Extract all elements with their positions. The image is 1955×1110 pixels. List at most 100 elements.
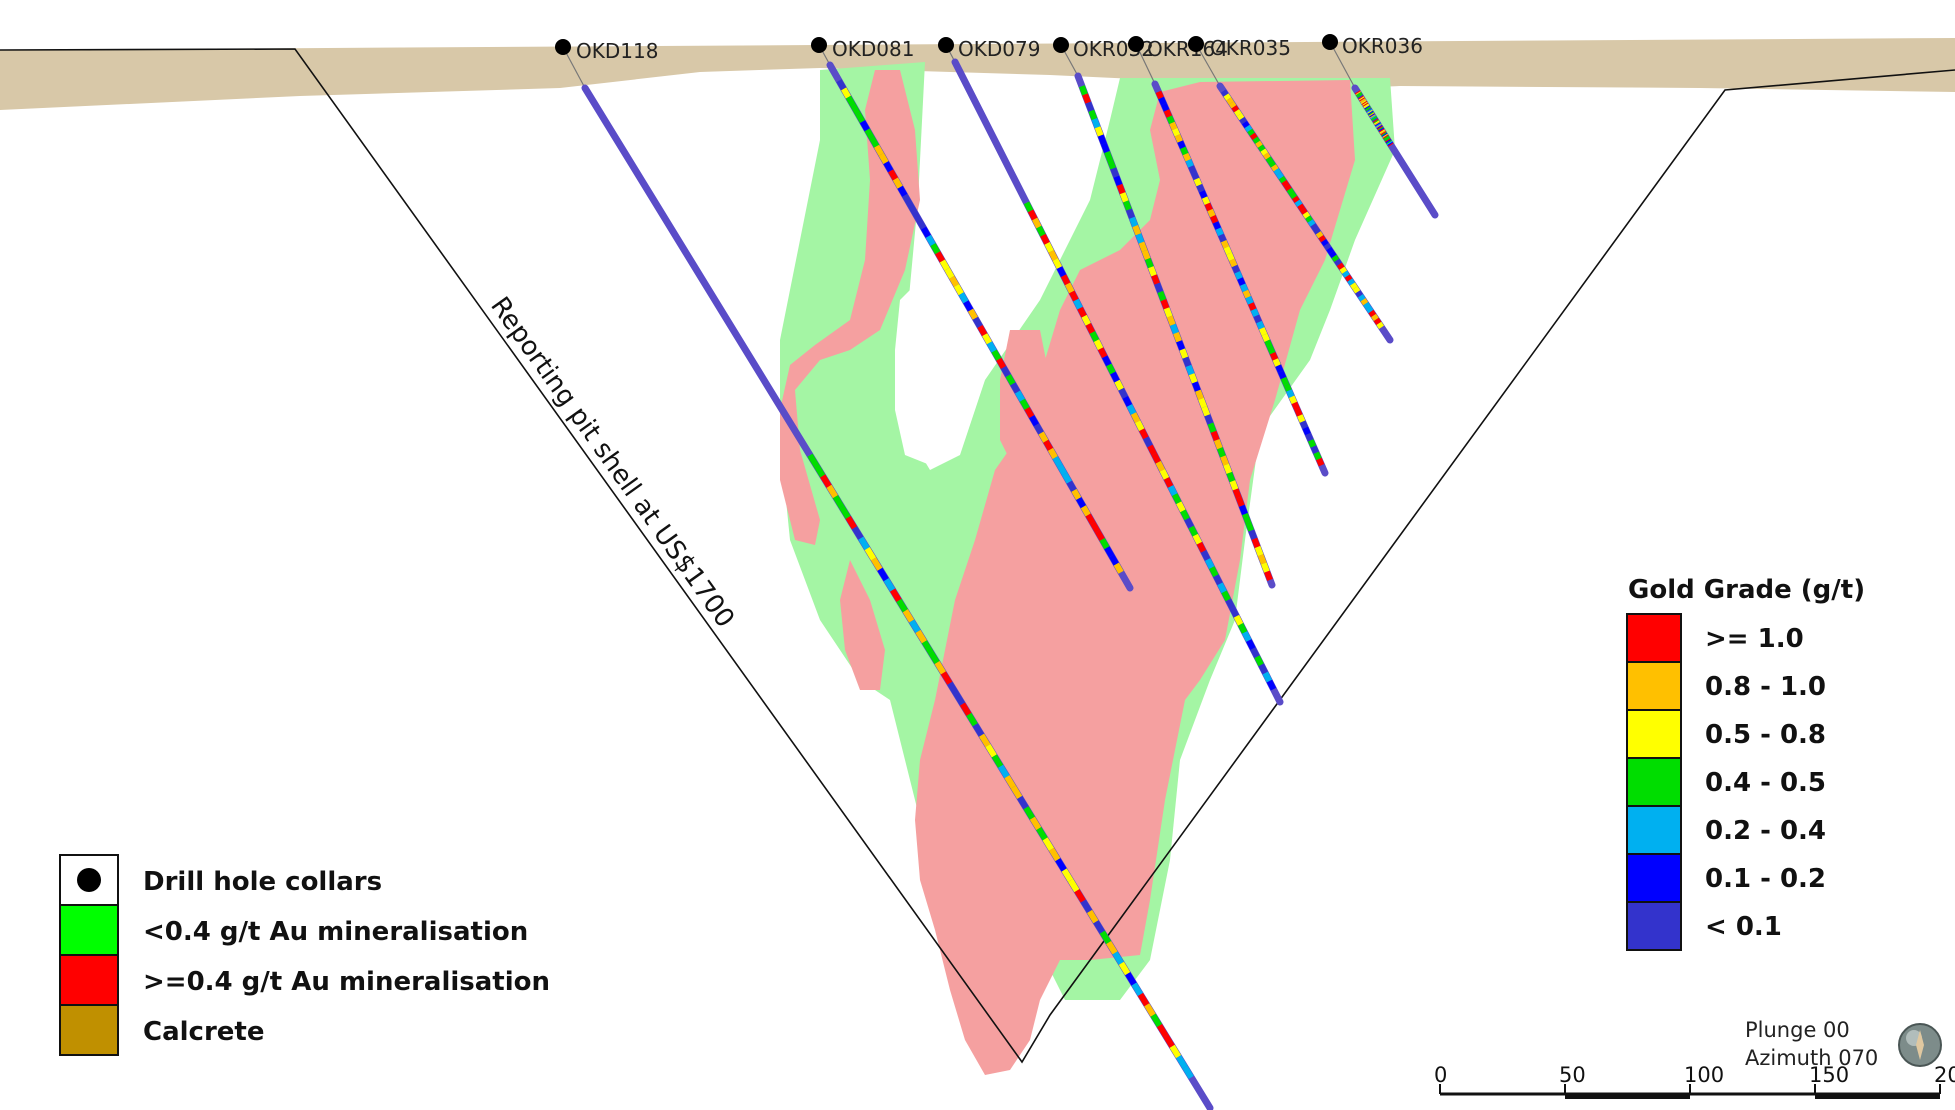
grade-legend-title: Gold Grade (g/t) [1628, 575, 1865, 605]
assay-interval [916, 218, 927, 230]
assay-interval [1085, 101, 1095, 112]
assay-interval [972, 316, 983, 328]
assay-interval [1270, 164, 1279, 172]
assay-interval [1252, 136, 1261, 144]
assay-interval [911, 210, 922, 222]
assay-interval [1264, 339, 1273, 349]
assay-interval [869, 136, 880, 148]
assay-interval [1286, 187, 1295, 196]
grade-swatch [1626, 613, 1682, 663]
assay-interval [1374, 121, 1381, 126]
assay-interval [1170, 323, 1179, 335]
hole-label-okr164: OKR164 [1147, 37, 1228, 61]
assay-interval [1367, 109, 1373, 114]
assay-interval [1024, 406, 1035, 419]
assay-interval [826, 484, 838, 499]
assay-interval [947, 681, 959, 696]
assay-interval [1305, 432, 1314, 442]
assay-interval [1373, 317, 1382, 326]
assay-interval [1155, 460, 1166, 472]
assay-interval [1173, 331, 1182, 343]
assay-interval [1387, 142, 1394, 147]
assay-interval [982, 333, 993, 345]
assay-interval [1048, 847, 1061, 862]
assay-interval [1264, 570, 1273, 581]
assay-interval [864, 128, 875, 140]
mineralisation-legend: Drill hole collars <0.4 g/t Au mineralis… [59, 854, 550, 1056]
assay-interval [921, 640, 934, 654]
legend-label-low-grade: <0.4 g/t Au mineralisation [143, 917, 528, 947]
assay-interval [1108, 554, 1119, 566]
assay-interval [986, 341, 997, 353]
assay-interval [1217, 582, 1227, 594]
assay-interval [1275, 364, 1284, 374]
assay-interval [1228, 101, 1237, 109]
drill-hole-traces [562, 41, 1439, 1110]
assay-interval [1010, 382, 1021, 394]
assay-interval [1359, 98, 1366, 103]
assay-interval [1244, 124, 1253, 133]
assay-interval [1382, 134, 1389, 139]
assay-interval [1179, 348, 1189, 359]
assay-interval [1239, 504, 1248, 516]
assay-interval [1036, 826, 1048, 841]
assay-interval [1321, 239, 1329, 247]
assay-interval [1223, 246, 1232, 255]
assay-interval [1169, 1044, 1182, 1059]
orientation-compass-icon [1898, 1023, 1942, 1067]
assay-interval [1237, 277, 1246, 286]
assay-interval [1266, 679, 1277, 691]
assay-interval [1366, 107, 1372, 113]
assay-interval [1119, 192, 1129, 203]
assay-interval [1256, 320, 1265, 330]
assay-interval [1141, 249, 1151, 261]
reporting-pit-shell [0, 48, 1955, 1064]
scale-bar: 050100150200 [1434, 1063, 1955, 1099]
assay-interval [1139, 428, 1149, 440]
assay-interval [1151, 274, 1160, 285]
assay-interval [939, 259, 950, 271]
assay-interval [1112, 951, 1124, 965]
assay-interval [1151, 452, 1161, 464]
assay-interval [1207, 208, 1216, 218]
collar-icon [1053, 37, 1069, 53]
assay-interval [958, 292, 969, 304]
assay-interval [1316, 457, 1325, 467]
assay-interval [1093, 339, 1104, 351]
assay-interval [1061, 868, 1074, 882]
assay-interval [870, 557, 883, 571]
assay-interval [1154, 282, 1164, 293]
assay-interval [1163, 1034, 1175, 1048]
assay-interval [1038, 431, 1049, 443]
assay-interval [1254, 545, 1264, 557]
assay-interval [1226, 97, 1234, 105]
assay-interval [966, 712, 978, 727]
grade-swatch [1626, 661, 1682, 711]
pit-shell-label: Reporting pit shell at US$1700 [484, 292, 740, 634]
assay-interval [1199, 190, 1208, 199]
assay-interval [1213, 574, 1223, 586]
assay-interval [972, 723, 985, 737]
assay-interval [1241, 120, 1250, 129]
assay-interval [1052, 456, 1063, 468]
assay-interval [1134, 420, 1145, 432]
assay-interval [1377, 125, 1383, 130]
assay-interval [807, 453, 819, 468]
assay-interval [1073, 298, 1083, 310]
assay-interval [1147, 444, 1157, 456]
assay-interval [1074, 889, 1086, 903]
grade-bin-label: 0.2 - 0.4 [1705, 816, 1826, 846]
assay-interval [1242, 631, 1252, 642]
assay-interval [1056, 266, 1067, 278]
assay-interval [1229, 258, 1238, 268]
assay-interval [1344, 274, 1353, 282]
assay-interval [883, 161, 894, 173]
assay-interval [996, 357, 1007, 369]
view-azimuth: Azimuth 070 [1745, 1046, 1878, 1070]
assay-interval [1097, 347, 1108, 359]
drill-hole-okd118 [562, 46, 1214, 1110]
assay-interval [1378, 127, 1385, 132]
assay-interval [1185, 364, 1195, 376]
assay-interval [1331, 254, 1340, 263]
assay-interval [1383, 136, 1390, 141]
